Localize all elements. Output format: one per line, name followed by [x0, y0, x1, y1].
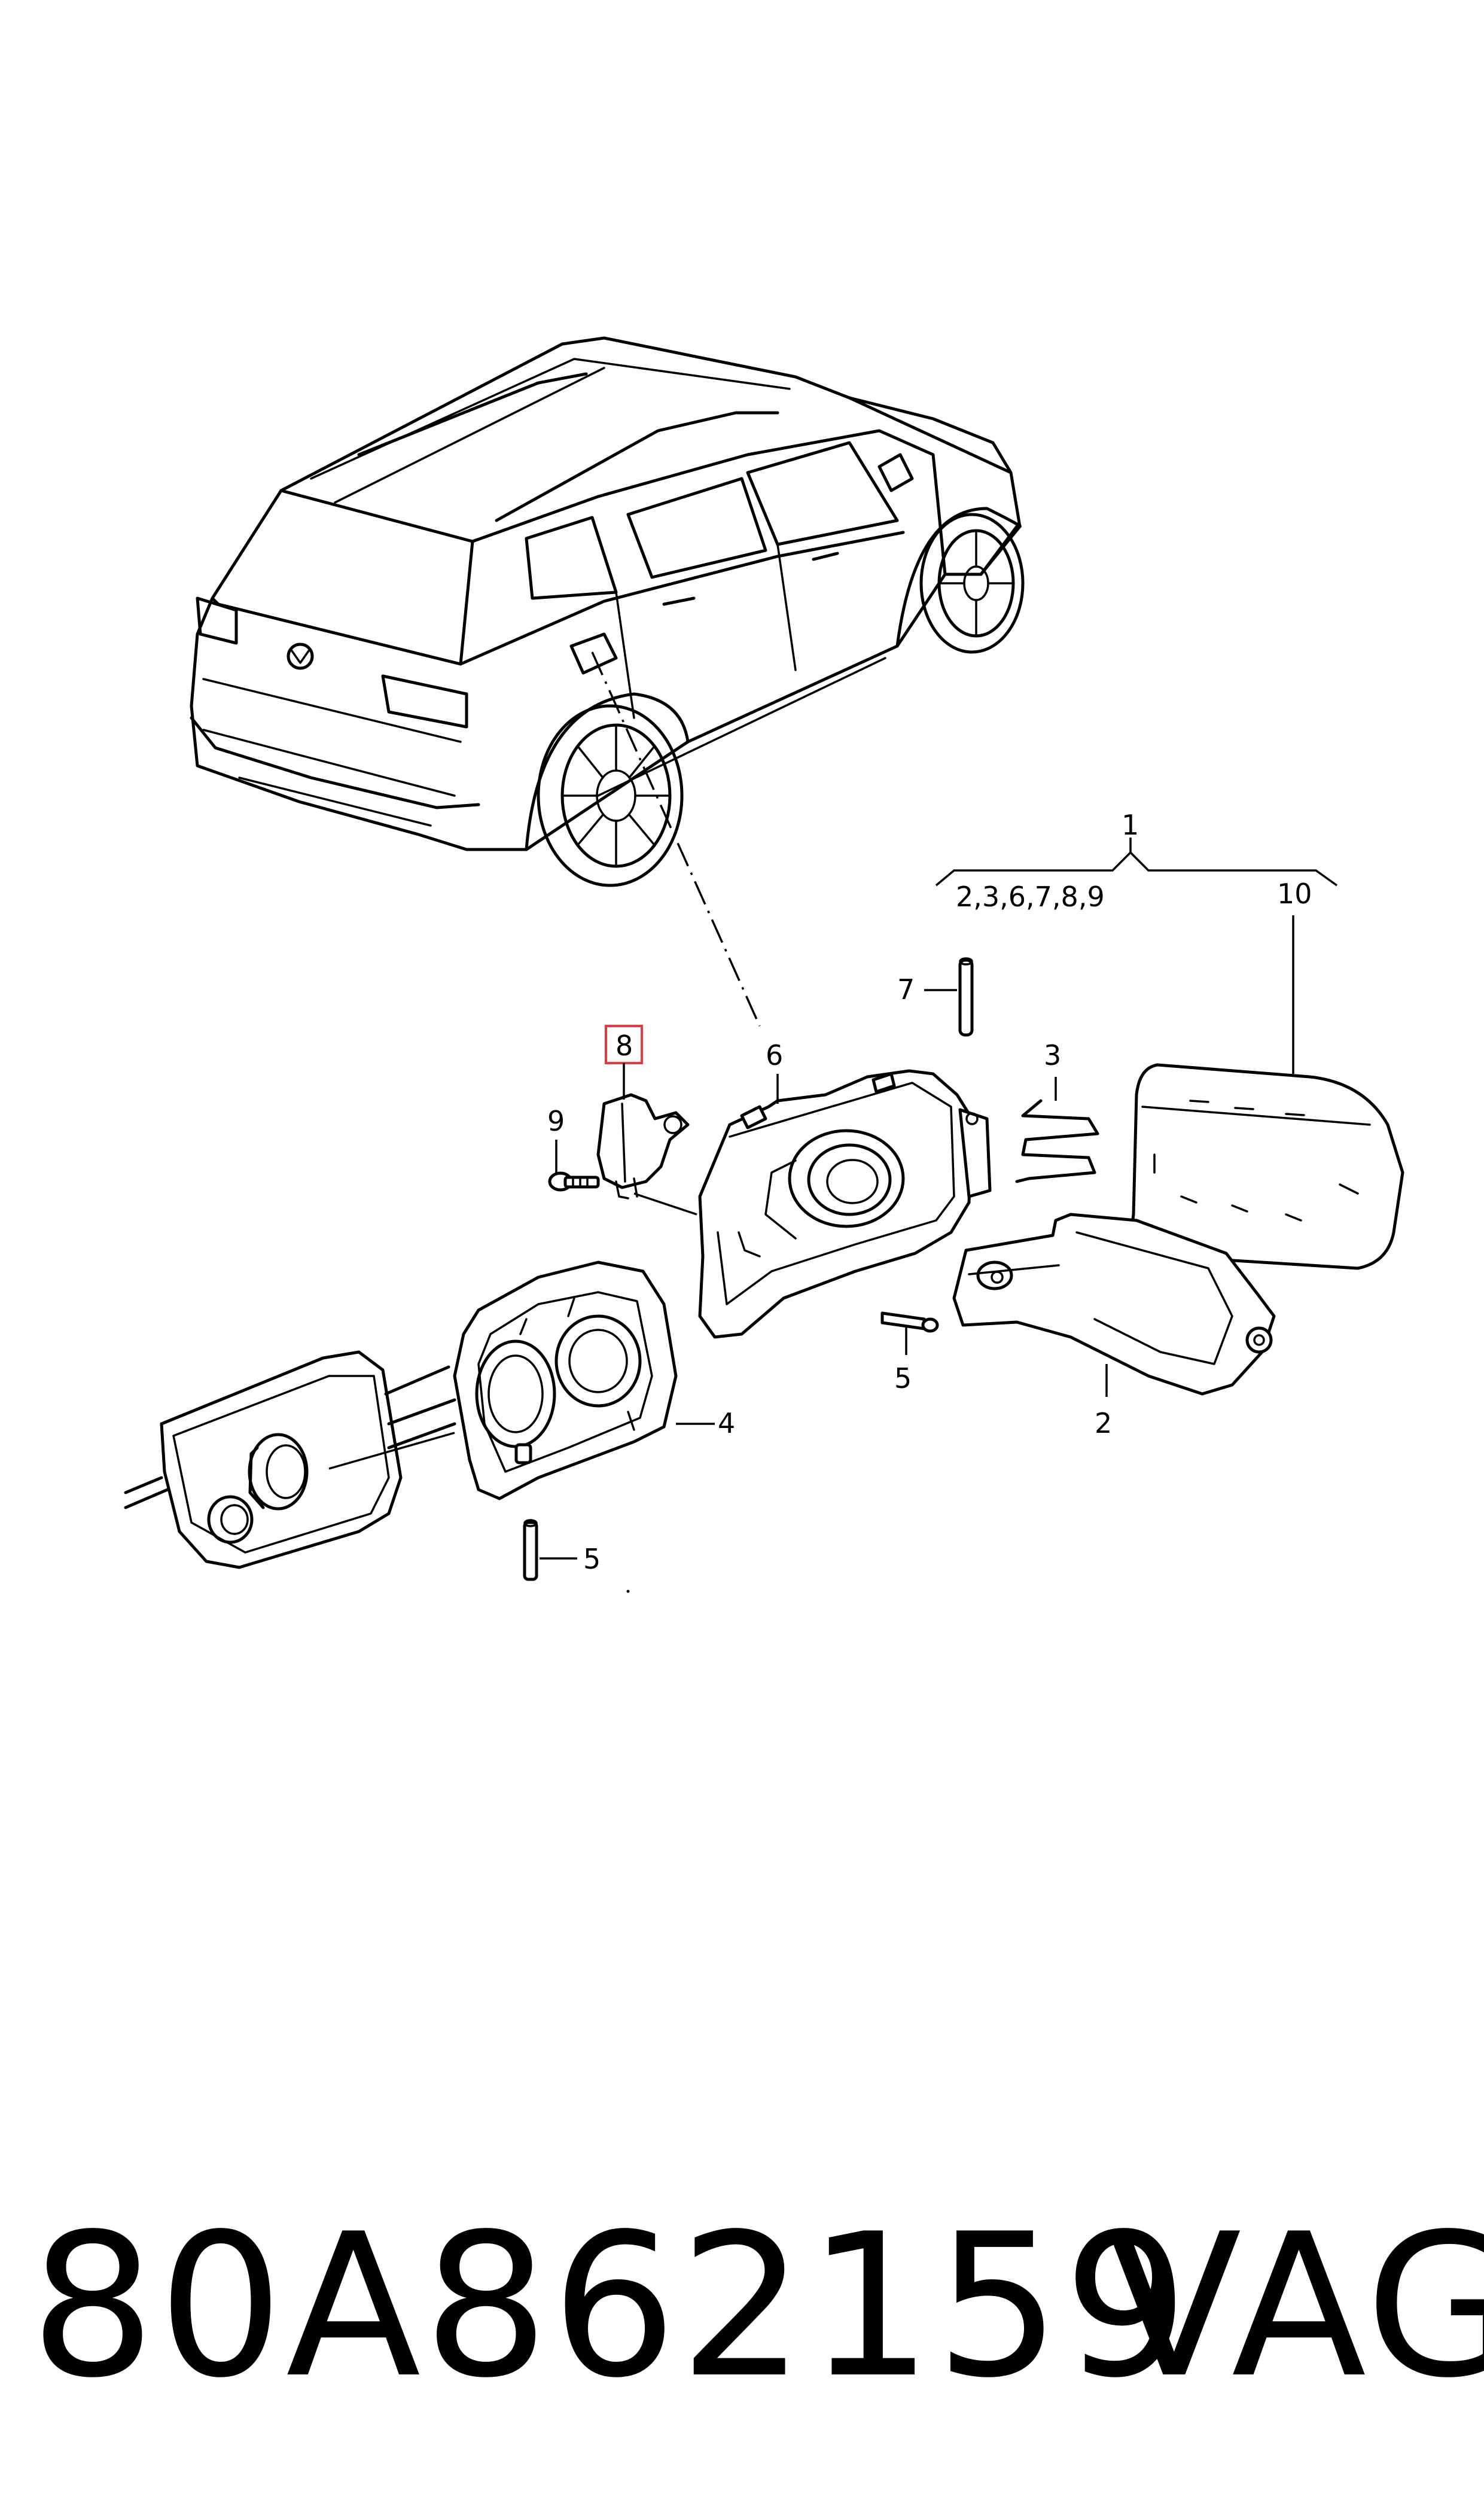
callout-1-group: 2,3,6,7,8,9 [956, 881, 1105, 913]
callout-5b: 5 [583, 1543, 601, 1575]
part-9-screw [548, 1171, 600, 1192]
part-number: 80A862159 [30, 2191, 1192, 2421]
callout-7: 7 [897, 973, 915, 1006]
callout-8: 8 [615, 1030, 633, 1062]
fuel-flap-location [569, 632, 618, 675]
brand-label: VAG [1107, 2191, 1484, 2421]
leader-panel-to-4 [328, 1432, 455, 1470]
part-2-hinge-arm [952, 1213, 1276, 1396]
part-8-actuator [596, 1093, 690, 1199]
callout-5a: 5 [894, 1362, 912, 1395]
group-bracket-1 [935, 838, 1338, 887]
vehicle-illustration [190, 336, 1025, 887]
part-7-pin [958, 957, 974, 1037]
rear-wheel [525, 692, 690, 887]
callout-3: 3 [1044, 1039, 1061, 1071]
leader-8-to-housing [633, 1192, 697, 1216]
front-wheel [895, 507, 1025, 654]
part-6-filler-housing [698, 1069, 992, 1339]
part-5-pin-lower [523, 1519, 538, 1581]
body-panel-section [124, 1350, 630, 1593]
callout-10: 10 [1277, 878, 1312, 910]
callout-4: 4 [718, 1407, 735, 1439]
callout-9: 9 [547, 1105, 565, 1137]
part-4-seal-housing [453, 1260, 678, 1500]
callout-2: 2 [1095, 1407, 1112, 1439]
part-5-pin-upper [880, 1311, 939, 1333]
part-3-spring [1015, 1099, 1099, 1183]
callout-6: 6 [766, 1039, 783, 1071]
callout-1: 1 [1122, 809, 1139, 841]
location-leader-line [591, 651, 761, 1027]
part-10-flap-cover [1131, 1063, 1404, 1270]
